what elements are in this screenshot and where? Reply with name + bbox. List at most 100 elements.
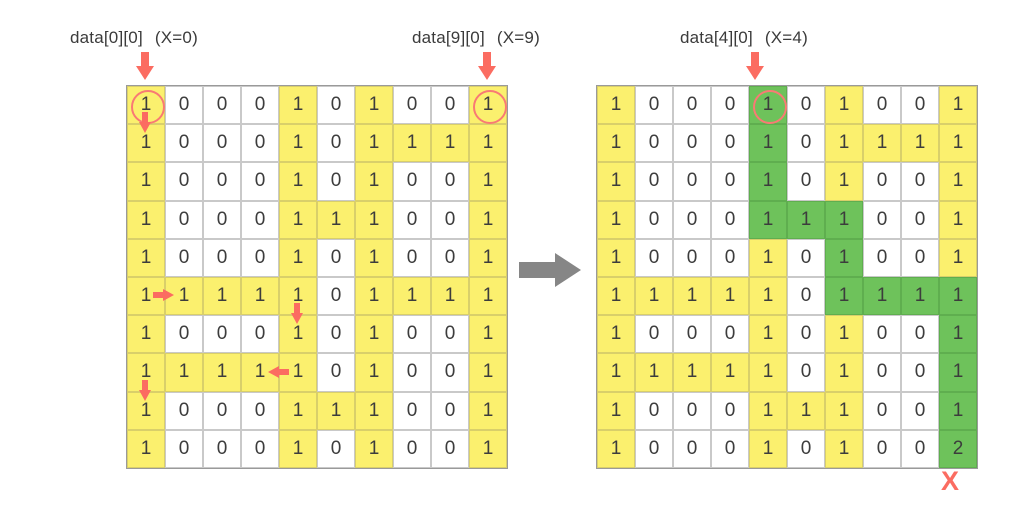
grid-cell: 0 — [431, 353, 469, 392]
grid-cell: 0 — [241, 391, 279, 430]
cell-value: 1 — [800, 399, 812, 421]
grid-cell: 1 — [673, 276, 711, 316]
grid-cell: 1 — [127, 391, 165, 430]
cell-value: 0 — [444, 94, 456, 116]
grid-cell: 0 — [241, 200, 279, 239]
cell-value: 0 — [254, 170, 266, 192]
cell-value: 0 — [178, 399, 190, 421]
cell-value: 1 — [292, 323, 304, 345]
grid-cell: 0 — [673, 162, 711, 201]
grid-cell: 1 — [127, 86, 165, 125]
grid-cell: 0 — [863, 86, 901, 125]
cell-value: 1 — [610, 437, 622, 459]
cell-value: 1 — [368, 94, 380, 116]
cell-value: 1 — [406, 285, 418, 307]
grid-cell: 0 — [393, 238, 431, 277]
grid-cell: 0 — [673, 429, 711, 468]
grid-cell: 0 — [787, 238, 825, 277]
cell-value: 1 — [140, 437, 152, 459]
cell-value: 1 — [140, 399, 152, 421]
cell-value: 0 — [444, 399, 456, 421]
grid-cell: 0 — [203, 86, 241, 125]
grid-cell: 1 — [825, 238, 863, 277]
cell-value: 0 — [406, 170, 418, 192]
grid-cell: 0 — [393, 86, 431, 125]
grid-cell: 1 — [279, 124, 317, 163]
grid-cell: 0 — [901, 353, 939, 392]
grid-cell: 1 — [749, 238, 787, 277]
cell-value: 1 — [482, 437, 494, 459]
cell-value: 0 — [876, 170, 888, 192]
grid-cell: 0 — [863, 353, 901, 392]
pointer-arrow-left-start — [136, 52, 154, 82]
grid-cell: 0 — [673, 124, 711, 163]
grid-cell: 1 — [939, 162, 977, 201]
grid-cell: 1 — [317, 200, 355, 239]
grid-cell: 1 — [355, 124, 393, 163]
grid-cell: 0 — [203, 391, 241, 430]
grid-cell: 0 — [787, 353, 825, 392]
label-right-mid: data[4][0](X=4) — [680, 28, 808, 48]
arrow-head — [136, 66, 154, 80]
cell-value: 1 — [952, 132, 964, 154]
arrow-head — [746, 66, 764, 80]
grid-cell: 0 — [165, 200, 203, 239]
grid-cell: 1 — [597, 276, 635, 316]
cell-value: 0 — [178, 94, 190, 116]
cell-value: 0 — [178, 437, 190, 459]
cell-value: 0 — [686, 246, 698, 268]
cell-value: 1 — [140, 323, 152, 345]
cell-value: 1 — [406, 132, 418, 154]
cell-value: 1 — [838, 361, 850, 383]
cell-value: 1 — [330, 208, 342, 230]
cell-value: 0 — [686, 399, 698, 421]
grid-cell: 1 — [863, 124, 901, 163]
grid-cell: 0 — [241, 124, 279, 163]
cell-value: 1 — [292, 361, 304, 383]
grid-cell: 1 — [749, 315, 787, 354]
grid-cell: 0 — [711, 429, 749, 468]
grid-cell: 0 — [901, 238, 939, 277]
cell-value: 0 — [800, 94, 812, 116]
cell-value: 2 — [952, 437, 964, 459]
grid-cell: 1 — [355, 162, 393, 201]
grid-cell: 1 — [355, 391, 393, 430]
cell-value: 0 — [648, 246, 660, 268]
cell-value: 1 — [610, 399, 622, 421]
cell-value: 1 — [838, 170, 850, 192]
cell-value: 1 — [140, 285, 152, 307]
label-reference: data[9][0] — [412, 28, 485, 47]
cell-value: 1 — [762, 361, 774, 383]
grid-cell: 0 — [711, 315, 749, 354]
cell-value: 1 — [292, 285, 304, 307]
grid-cell: 1 — [597, 238, 635, 277]
cell-value: 0 — [254, 208, 266, 230]
cell-value: 1 — [838, 94, 850, 116]
cell-value: 1 — [610, 323, 622, 345]
cell-value: 1 — [482, 94, 494, 116]
grid-cell: 1 — [431, 124, 469, 163]
grid-cell: 1 — [939, 238, 977, 277]
grid-cell: 0 — [393, 429, 431, 468]
grid-cell: 2 — [939, 429, 977, 468]
cell-value: 0 — [686, 170, 698, 192]
grid-cell: 0 — [711, 162, 749, 201]
cell-value: 0 — [216, 208, 228, 230]
cell-value: 0 — [876, 246, 888, 268]
grid-cell: 0 — [635, 162, 673, 201]
grid-cell: 0 — [317, 429, 355, 468]
cell-value: 0 — [254, 246, 266, 268]
cell-value: 1 — [482, 399, 494, 421]
cell-value: 1 — [724, 285, 736, 307]
grid-cell: 0 — [393, 353, 431, 392]
grid-cell: 1 — [469, 200, 507, 239]
cell-value: 0 — [876, 437, 888, 459]
cell-value: 0 — [648, 323, 660, 345]
grid-cell: 0 — [901, 86, 939, 125]
cell-value: 1 — [838, 285, 850, 307]
grid-cell: 0 — [901, 162, 939, 201]
grid-cell: 1 — [355, 429, 393, 468]
grid-cell: 1 — [279, 86, 317, 125]
grid-cell: 1 — [431, 276, 469, 316]
cell-value: 1 — [482, 285, 494, 307]
